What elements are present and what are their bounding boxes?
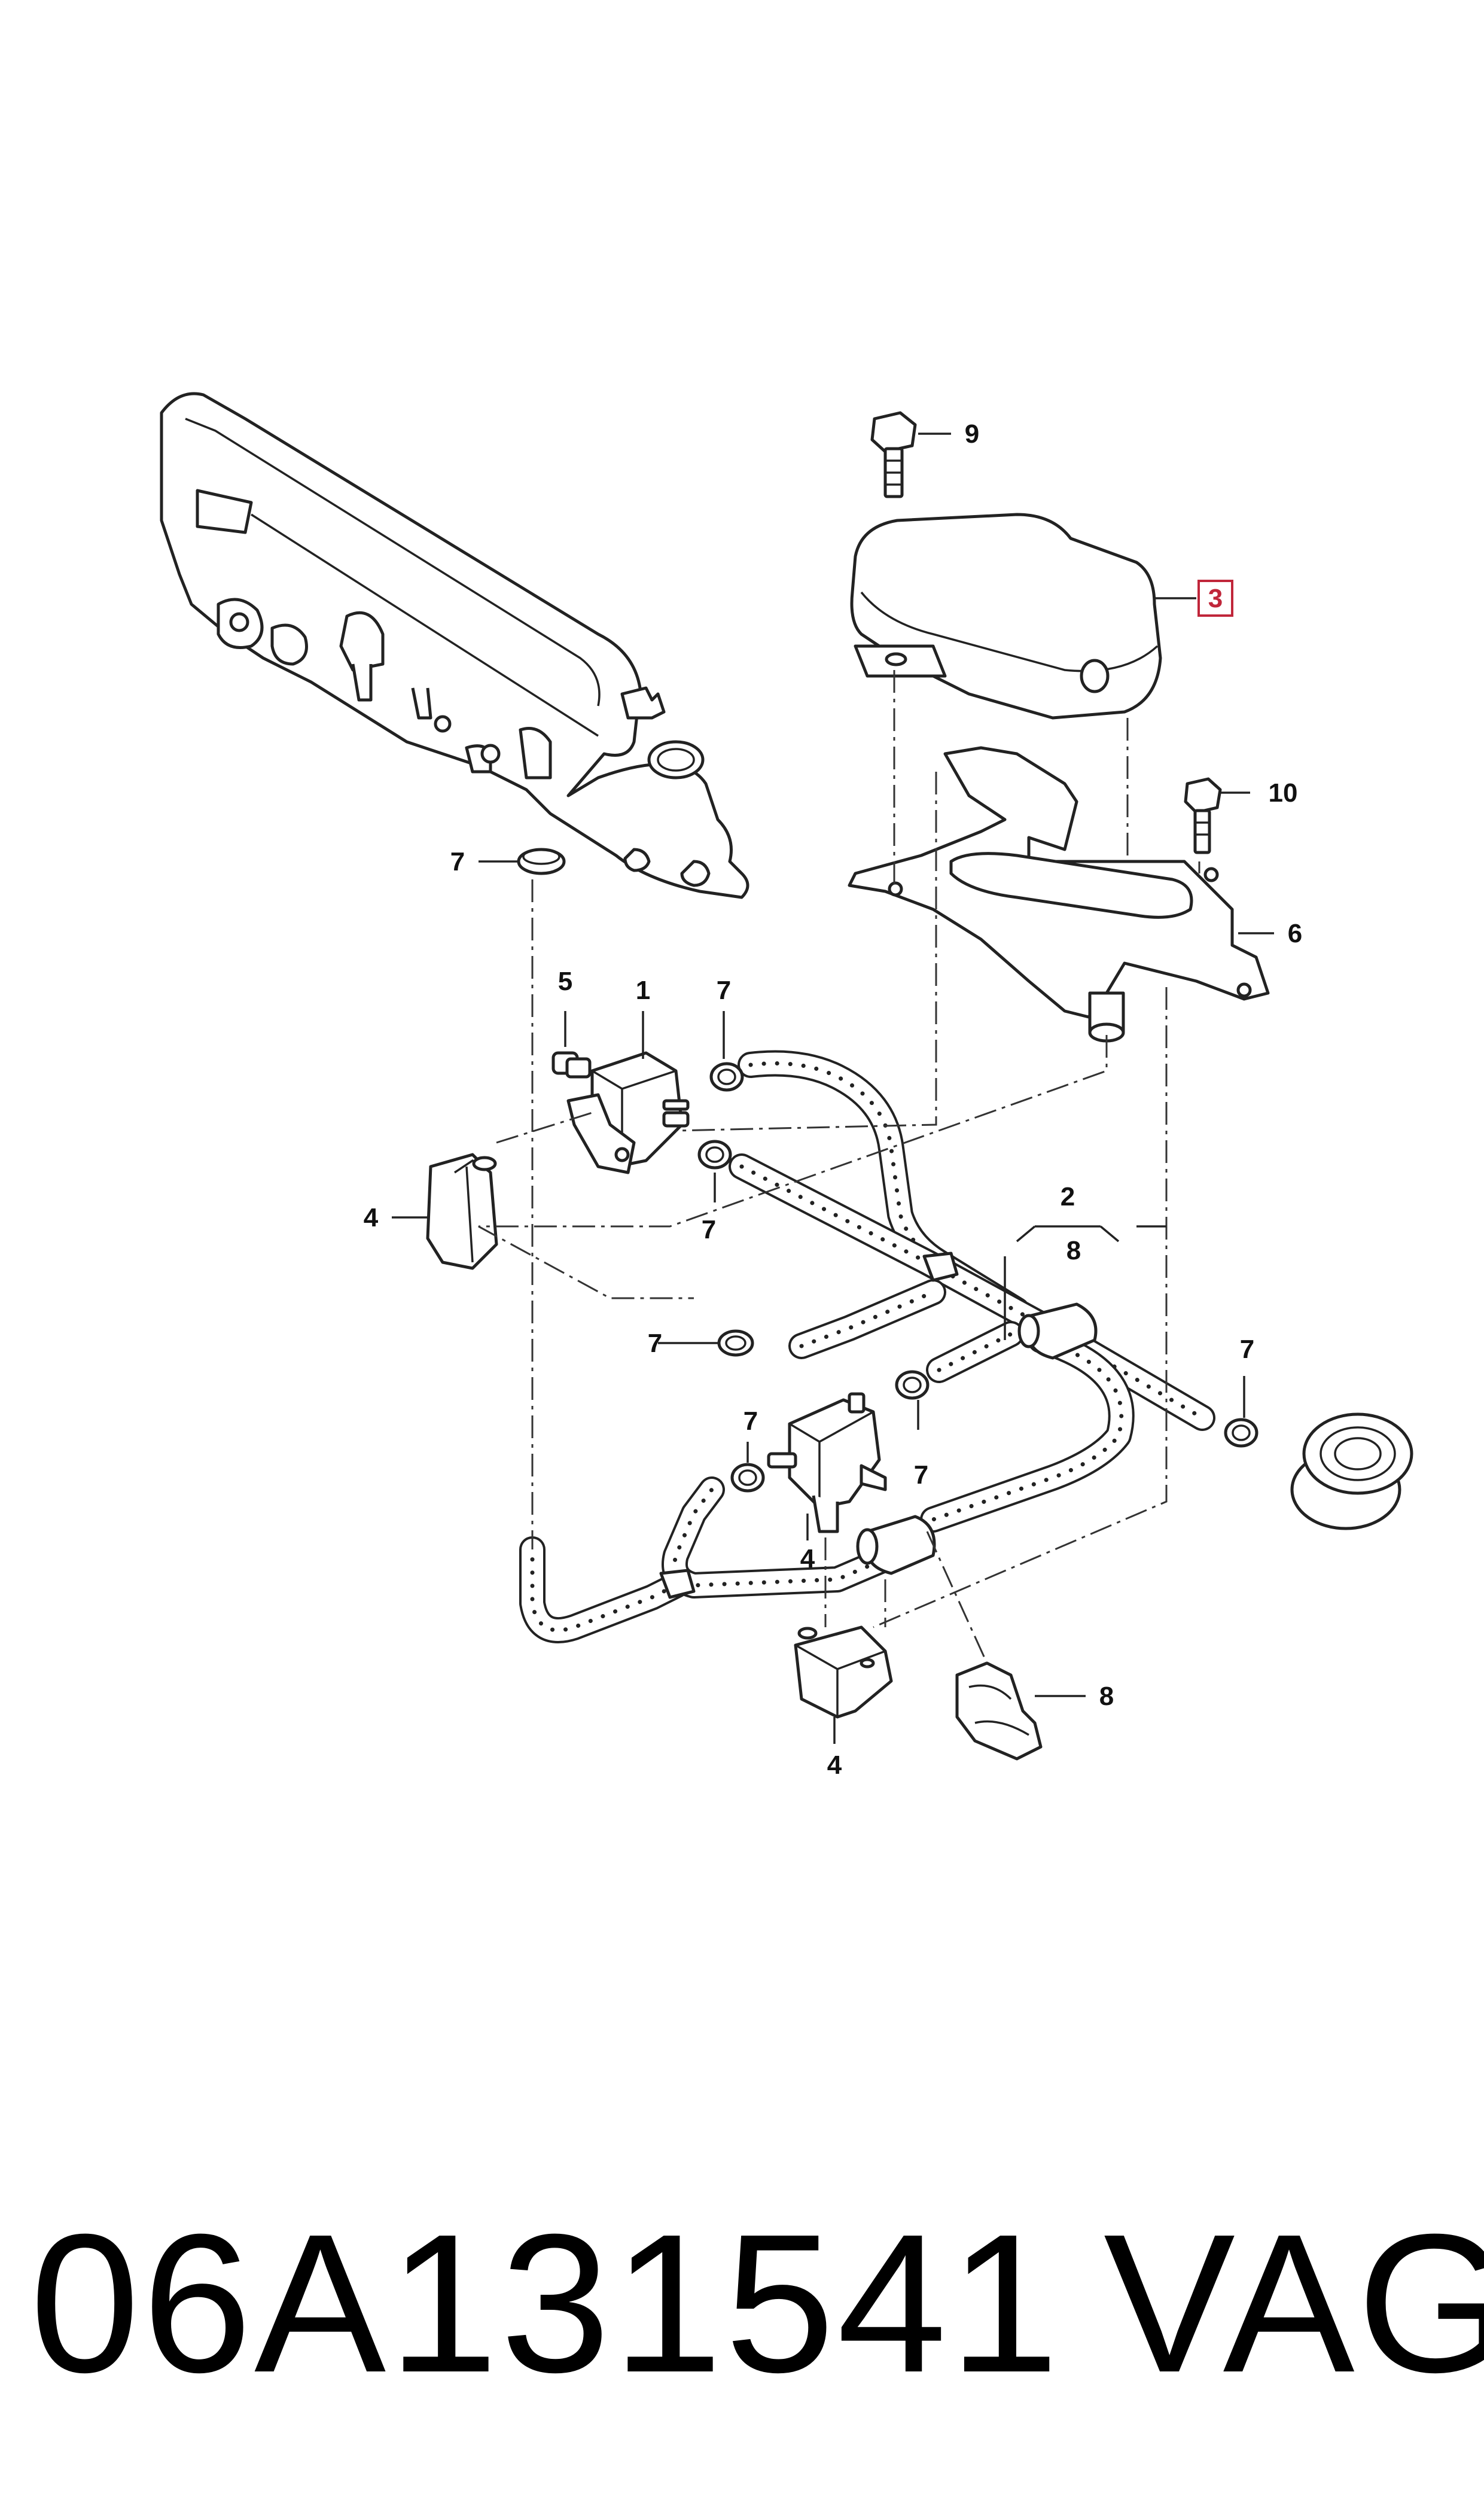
callout-5: 5 [558,967,572,996]
leader-lines [392,433,1274,1744]
brand-name: VAG [1104,2193,1484,2413]
callout-7: 7 [717,976,731,1005]
solenoid-valve-1 [551,1051,690,1174]
callout-7: 7 [1240,1335,1254,1364]
callout-4: 4 [827,1750,842,1780]
callout-4: 4 [800,1544,815,1573]
callout-7: 7 [914,1460,928,1490]
callout-1: 1 [636,976,650,1005]
hose-clamp [895,1370,930,1400]
inline-filter-upper [1017,1302,1098,1360]
cover-part-3 [850,513,1162,720]
hose-clamp [517,848,566,875]
pressure-regulator [1290,1412,1413,1530]
hose-clamp [697,1140,732,1170]
callout-7: 7 [450,847,465,876]
callout-2: 2 [1061,1182,1075,1211]
callout-4: 4 [364,1203,379,1232]
damper-4-left [426,1153,498,1270]
assembly-lines [478,670,1200,1664]
hose-clamp [709,1062,744,1092]
holder-8 [955,1661,1043,1761]
hose-clamp [1224,1418,1258,1448]
solenoid-valve-4-middle [767,1392,887,1533]
bolt-10 [1184,777,1222,854]
hose-clamp [717,1329,754,1357]
intake-manifold [160,392,749,899]
callout-7: 7 [648,1329,662,1358]
callout-8: 8 [1099,1682,1114,1711]
bolt-9 [870,411,917,498]
callout-6: 6 [1288,919,1302,948]
footer-caption: 06A131541 VAG [0,2178,1484,2429]
callout-8: 8 [1066,1236,1081,1265]
damper-4-bottom [794,1625,893,1719]
part-number: 06A131541 [30,2193,1062,2413]
callout-10: 10 [1269,778,1298,808]
tee-connector-upper [922,1252,959,1282]
hose-clamp [730,1463,765,1493]
callout-labels: 9 3 10 6 7 5 1 7 4 7 2 8 7 7 7 7 4 8 4 [364,419,1302,1780]
bracket-6 [848,746,1270,1043]
callout-3: 3 [1208,584,1223,613]
inline-filter-lower [856,1515,936,1575]
tee-connector-lower [659,1569,696,1599]
callout-7: 7 [702,1215,716,1244]
callout-3-highlight-box [1197,580,1233,617]
callout-9: 9 [965,419,979,449]
callout-7: 7 [743,1406,758,1436]
